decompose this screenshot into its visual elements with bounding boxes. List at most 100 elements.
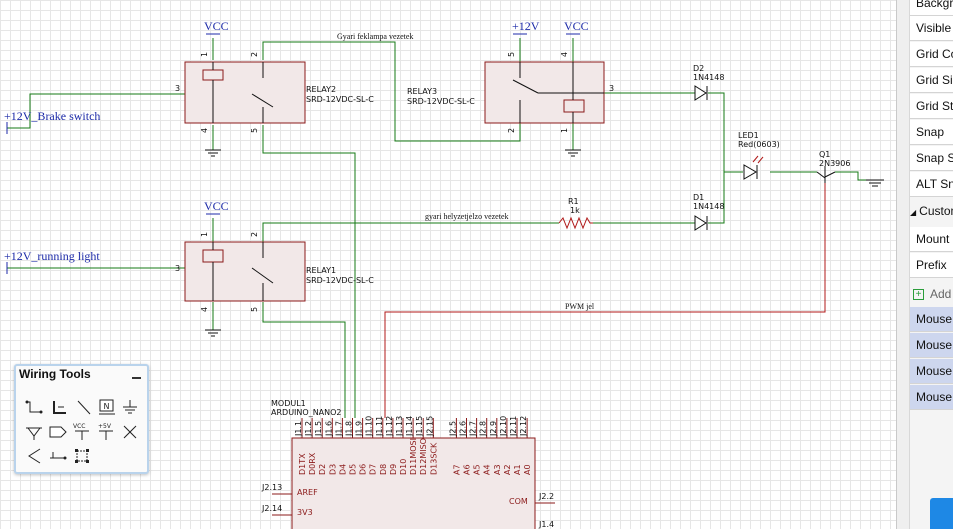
ground-icon[interactable] [120,398,140,418]
wire-tool-icon[interactable] [24,398,44,418]
module-pin-name: D11MOSI [409,438,418,475]
prop-row-snap-size[interactable]: Snap Size [910,146,953,171]
module-pin-name: D0RX [308,452,317,475]
svg-text:3: 3 [175,264,180,273]
prop-row-background[interactable]: Background Color [910,0,953,16]
net-label-icon[interactable]: N [97,398,117,418]
module-pin-name: D1TX [298,453,307,475]
net-brake-label: +12V_Brake switch [4,109,100,123]
module-pin-name: D4 [338,464,347,475]
vcc-symbol-icon[interactable]: VCC [72,422,92,442]
arduino-module[interactable] [291,437,536,529]
plus5v-symbol-icon[interactable]: +5V [96,422,116,442]
panel-action-button[interactable] [930,498,953,529]
wires-red [384,183,826,418]
prop-row-grid-size[interactable]: Grid Size [910,68,953,93]
svg-text:4: 4 [200,128,209,133]
collapse-triangle-icon: ◢ [910,208,917,217]
module-pin-name: A3 [493,464,502,475]
svg-text:J1.4: J1.4 [538,520,554,529]
module-pin-name: A6 [463,464,472,475]
svg-text:2: 2 [250,52,259,57]
prop-row-mouse-1[interactable]: Mouse [910,307,953,332]
svg-text:5: 5 [250,128,259,133]
prop-row-mouse-2[interactable]: Mouse [910,333,953,358]
diode-d1[interactable] [694,215,708,231]
module-pin-number: J1.8 [345,421,354,437]
add-icon: + [913,289,924,301]
module-pin-name: A0 [523,464,532,475]
schematic-canvas[interactable]: VCC VCC +12V VCC +12V_Brake switch +12V_… [0,0,896,529]
minimize-icon[interactable] [132,377,141,379]
module-pin-name: D9 [389,464,398,475]
ground-symbols [205,149,884,337]
prop-row-mount[interactable]: Mount [910,227,953,252]
power-flags [6,33,580,274]
module-pin-number: J1.6 [324,421,333,437]
transistor-q1[interactable] [816,166,836,183]
module-pin-number: J1.11 [375,416,384,437]
diode-d2[interactable] [694,85,708,101]
prop-row-visible-grid[interactable]: Visible Grid [910,16,953,41]
module-pin-number: J1.2 [304,421,313,437]
net-helyzet-label: gyari helyzetjelzo vezetek [425,212,509,221]
bus-entry-icon[interactable] [74,398,94,418]
group-icon[interactable] [72,446,92,466]
relay2[interactable] [184,61,306,124]
wire-feklampa [262,41,521,142]
module-pin-number: J1.9 [355,421,364,437]
svg-text:3: 3 [175,84,180,93]
svg-text:COM: COM [509,497,528,506]
svg-text:+5V: +5V [98,423,112,430]
net-flag-icon[interactable] [24,446,44,466]
module-pin-number: J1.10 [365,416,374,437]
module-pin-number: J2.5 [448,421,457,437]
svg-text:2: 2 [507,128,516,133]
module-pin-name: A7 [452,464,461,475]
vcc-flag-icon[interactable] [24,422,44,442]
prop-row-grid-color[interactable]: Grid Color [910,42,953,67]
no-connect-icon[interactable] [120,422,140,442]
relay1[interactable] [184,241,306,302]
resistor-r1 [558,216,593,230]
add-attribute-button[interactable]: +Add [910,282,953,307]
module-pin-name: D2 [318,464,327,475]
prop-row-prefix[interactable]: Prefix [910,253,953,278]
relay3-ref: RELAY3 [407,87,437,96]
pin-icon[interactable] [48,446,68,466]
wires-green [7,38,875,418]
relay3[interactable] [484,61,605,124]
prop-row-grid-style[interactable]: Grid Style [910,94,953,119]
vcc-label-relay3: VCC [564,19,589,33]
svg-text:J2.14: J2.14 [261,504,282,513]
module-pin-name: D5 [349,464,358,475]
svg-text:1: 1 [560,128,569,133]
prop-row-snap[interactable]: Snap [910,120,953,145]
svg-text:VCC: VCC [73,423,85,430]
module-pin-number: J2.9 [489,421,498,437]
svg-text:4: 4 [560,52,569,57]
wire-helyzet [262,222,559,244]
section-custom-attributes[interactable]: ◢Custom Attributes [910,199,953,224]
prop-row-mouse-4[interactable]: Mouse [910,385,953,410]
relay3-value: SRD-12VDC-SL-C [407,97,475,106]
svg-text:3V3: 3V3 [297,508,313,517]
module-pin-name: D13SCK [429,442,438,475]
wire-pwm [384,183,826,418]
prop-row-alt-snap[interactable]: ALT Snap [910,172,953,197]
module-pin-name: A5 [473,464,482,475]
led-ref: LED1 [738,131,759,140]
wiring-tools-title: Wiring Tools [19,367,91,381]
prop-row-mouse-3[interactable]: Mouse [910,359,953,384]
led1[interactable] [743,155,764,180]
d1-value: 1N4148 [693,202,724,211]
r1-value: 1k [570,206,580,215]
relay2-ref: RELAY2 [306,85,336,94]
q1-ref: Q1 [819,150,830,159]
module-pin-name: D6 [359,464,368,475]
wiring-tools-window[interactable]: Wiring Tools N VCC +5V [14,364,149,474]
panel-divider[interactable] [897,0,910,529]
net-port-icon[interactable] [48,422,68,442]
bus-tool-icon[interactable] [50,398,70,418]
relay1-value: SRD-12VDC-SL-C [306,276,374,285]
